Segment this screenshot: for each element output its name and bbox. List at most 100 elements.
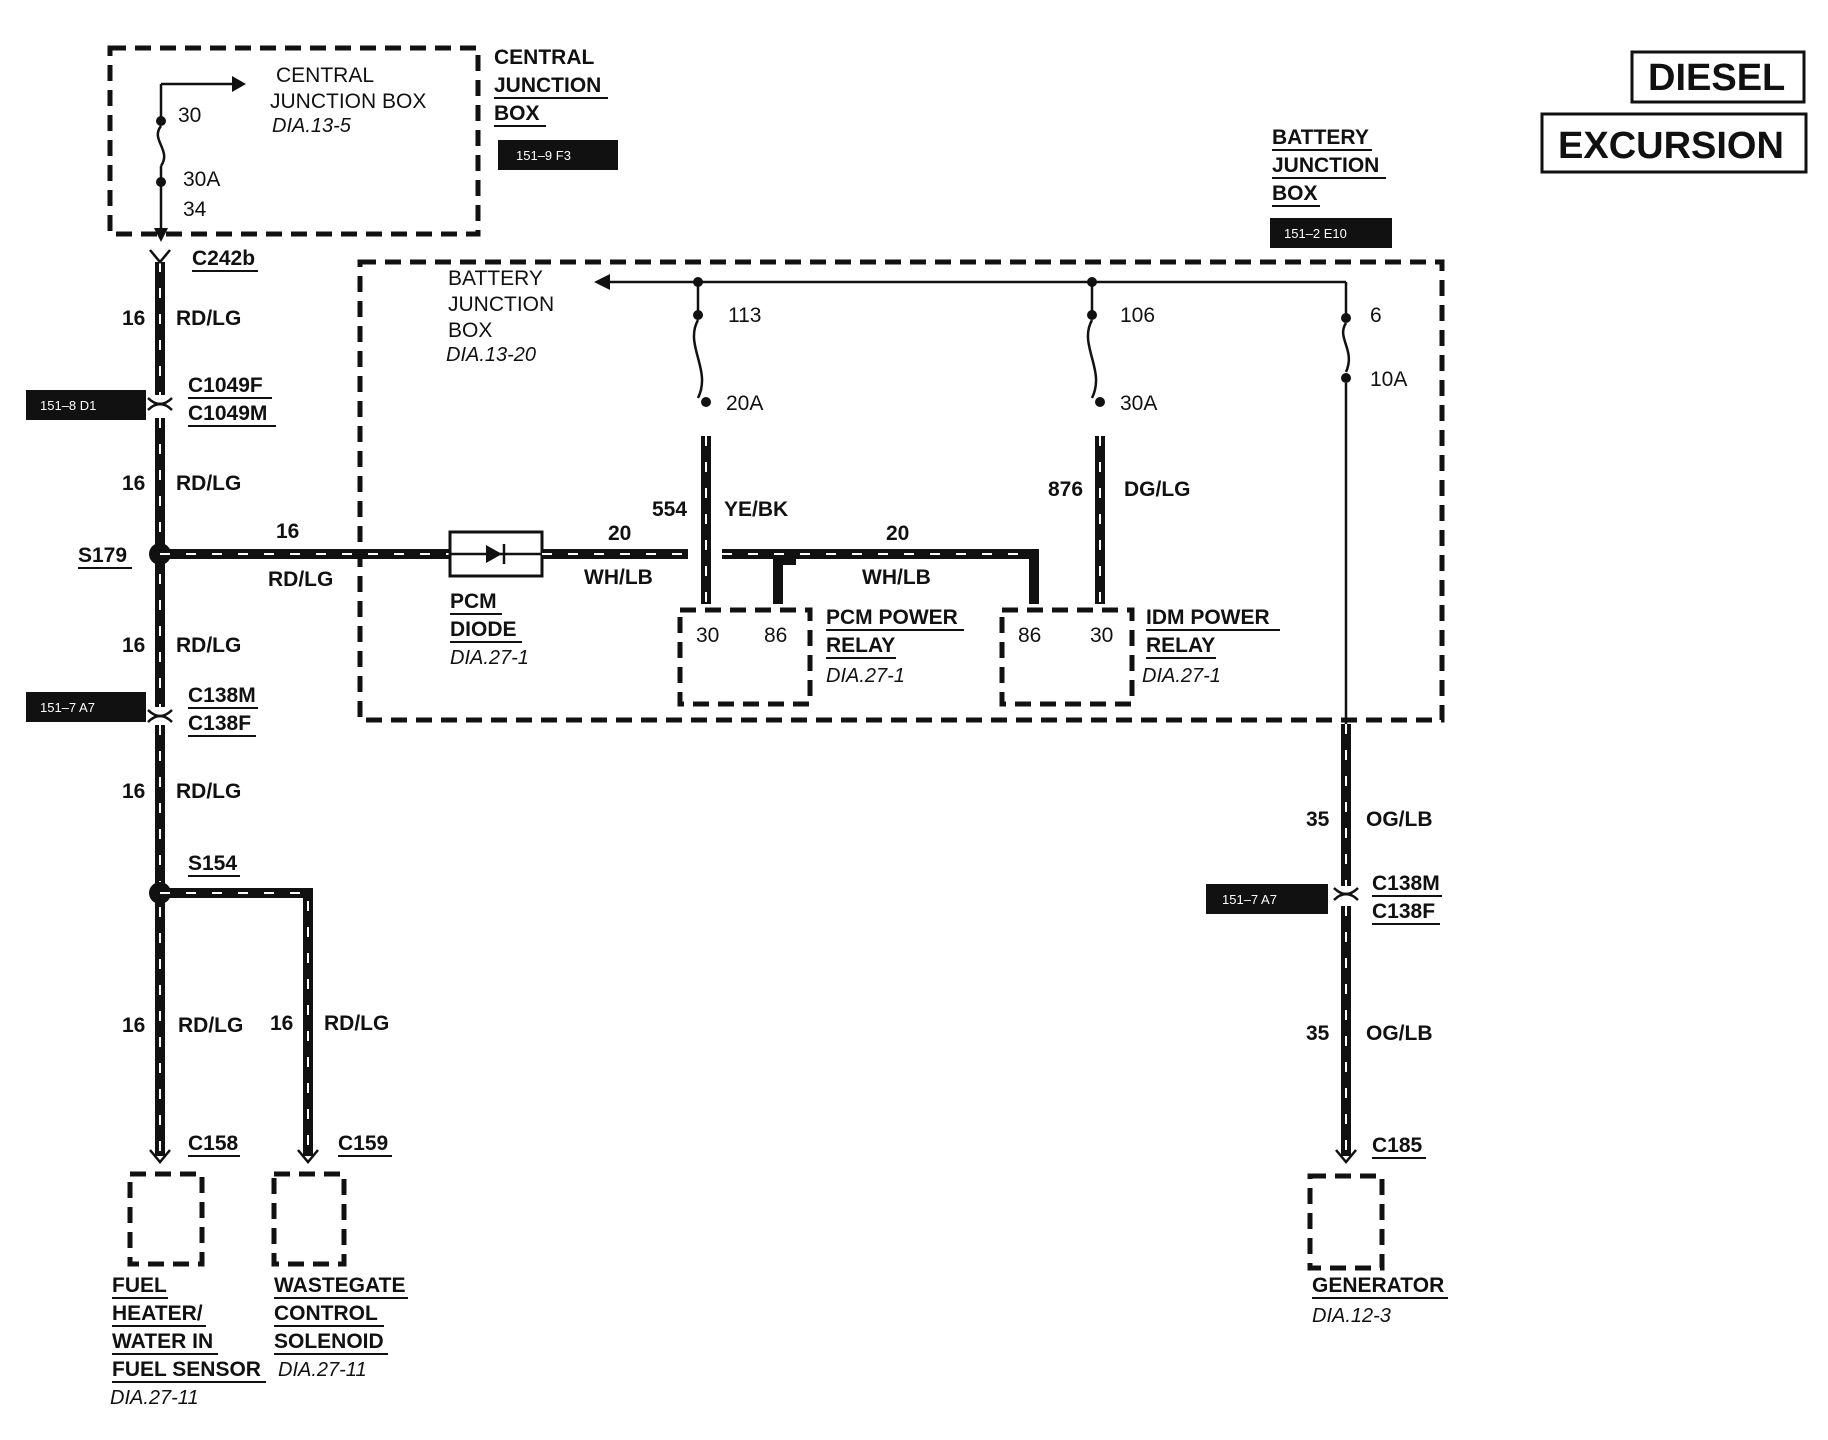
c138m-right-label: C138M	[1372, 872, 1440, 895]
wire-gauge-16-b: 16	[122, 472, 145, 495]
left-main-harness	[147, 249, 173, 1164]
wire-gauge-20-b: 20	[886, 522, 909, 545]
c138-right-ref-tag: 151–7 A7	[1222, 892, 1277, 907]
c1049m-label: C1049M	[188, 402, 267, 425]
fuse-106-amp: 30A	[1120, 392, 1157, 415]
bjb-outer-1: BATTERY	[1272, 126, 1369, 149]
generator-dia: DIA.12-3	[1312, 1305, 1391, 1327]
bjb-outer-label: BATTERY JUNCTION BOX 151–2 E10	[1270, 126, 1392, 248]
c1049f-label: C1049F	[188, 374, 263, 397]
bjb-inner-2: JUNCTION	[448, 293, 554, 316]
pcm-diode-label-2: DIODE	[450, 618, 517, 641]
cjb-outer-2: JUNCTION	[494, 74, 601, 97]
fuse-113-amp: 20A	[726, 392, 763, 415]
bjb-outer-3: BOX	[1272, 182, 1318, 205]
idm-relay-pin-86: 86	[1018, 624, 1041, 647]
excursion-badge: EXCURSION	[1540, 112, 1808, 174]
relay-control-wire	[722, 549, 1039, 604]
fuse-6-pin: 6	[1370, 304, 1382, 327]
waste-label-2: CONTROL	[274, 1302, 378, 1325]
wire-gauge-20-a: 20	[608, 522, 631, 545]
c138f-left-label: C138F	[188, 712, 251, 735]
cjb-outer-3: BOX	[494, 102, 540, 125]
fuel-heater-sensor: FUEL HEATER/ WATER IN FUEL SENSOR DIA.27…	[110, 1171, 266, 1409]
cjb-outer-1: CENTRAL	[494, 46, 594, 69]
circuit-876-number: 876	[1048, 478, 1083, 501]
wire-color-rdlg-e: RD/LG	[178, 1014, 243, 1037]
c1049-ref-tag: 151–8 D1	[40, 398, 96, 413]
cjb-ref-tag: 151–9 F3	[516, 148, 571, 163]
circuit-554-color: YE/BK	[724, 498, 788, 521]
s179-label: S179	[78, 544, 127, 567]
excursion-label: EXCURSION	[1558, 125, 1784, 167]
pcm-relay-label-1: PCM POWER	[826, 606, 958, 629]
cjb-inner-title-2: JUNCTION BOX	[270, 90, 426, 113]
idm-relay-label-2: RELAY	[1146, 634, 1215, 657]
cjb-pin-out: 34	[183, 198, 207, 221]
idm-power-relay: 86 30 IDM POWER RELAY DIA.27-1	[999, 606, 1280, 707]
wire-gauge-16-e: 16	[122, 1014, 145, 1037]
fuel-label-1: FUEL	[112, 1274, 167, 1297]
wire-color-rdlg-a: RD/LG	[176, 307, 241, 330]
cjb-pin-in: 30	[178, 104, 201, 127]
waste-label-3: SOLENOID	[274, 1330, 384, 1353]
wire-color-rdlg-b: RD/LG	[176, 472, 241, 495]
bjb-inner-1: BATTERY	[448, 267, 543, 290]
pcm-relay-dia: DIA.27-1	[826, 665, 905, 687]
c185-label: C185	[1372, 1134, 1423, 1157]
idm-relay-label-1: IDM POWER	[1146, 606, 1270, 629]
generator-harness	[1333, 724, 1359, 1164]
idm-relay-dia: DIA.27-1	[1142, 665, 1221, 687]
generator: GENERATOR DIA.12-3	[1307, 1173, 1448, 1327]
wire-gauge-35-b: 35	[1306, 1022, 1330, 1045]
wastegate-branch-wire	[160, 888, 319, 1164]
pcm-diode-label-1: PCM	[450, 590, 497, 613]
circuit-876-color: DG/LG	[1124, 478, 1191, 501]
pcm-power-relay: 30 86 PCM POWER RELAY DIA.27-1	[677, 606, 964, 707]
central-junction-box: 30 30A 34 CENTRAL JUNCTION BOX DIA.13-5	[107, 45, 481, 242]
wire-color-rdlg-h: RD/LG	[268, 568, 333, 591]
c138-left-ref-tag: 151–7 A7	[40, 700, 95, 715]
cjb-inner-title-1: CENTRAL	[276, 64, 374, 87]
pcm-diode-dia: DIA.27-1	[450, 647, 529, 669]
bjb-outer-2: JUNCTION	[1272, 154, 1379, 177]
battery-junction-box: BATTERY JUNCTION BOX DIA.13-20 113 20A 1…	[357, 259, 1445, 724]
wire-gauge-16-f: 16	[270, 1012, 293, 1035]
bjb-ref-tag: 151–2 E10	[1284, 226, 1347, 241]
idm-relay-pin-30: 30	[1090, 624, 1113, 647]
c138f-right-label: C138F	[1372, 900, 1435, 923]
bjb-inner-3: BOX	[448, 319, 492, 342]
wire-gauge-35-a: 35	[1306, 808, 1330, 831]
diesel-badge: DIESEL	[1630, 50, 1806, 104]
c138m-left-label: C138M	[188, 684, 256, 707]
wire-color-whlb-a: WH/LB	[584, 566, 653, 589]
wire-color-rdlg-c: RD/LG	[176, 634, 241, 657]
cjb-inner-dia: DIA.13-5	[272, 115, 352, 137]
fuel-label-3: WATER IN	[112, 1330, 213, 1353]
c158-label: C158	[188, 1132, 239, 1155]
pcm-relay-label-2: RELAY	[826, 634, 895, 657]
c159-label: C159	[338, 1132, 388, 1155]
wastegate-control-solenoid: WASTEGATE CONTROL SOLENOID DIA.27-11	[271, 1171, 408, 1381]
cjb-fuse-rating: 30A	[183, 168, 220, 191]
c242b-label: C242b	[192, 247, 255, 270]
fuel-dia: DIA.27-11	[110, 1387, 199, 1409]
wire-gauge-16-a: 16	[122, 307, 145, 330]
fuse-6-amp: 10A	[1370, 368, 1407, 391]
fuse-113-pin: 113	[728, 304, 761, 327]
fuse-106-pin: 106	[1120, 304, 1155, 327]
circuit-554-number: 554	[652, 498, 687, 521]
wire-color-whlb-b: WH/LB	[862, 566, 931, 589]
fuel-label-2: HEATER/	[112, 1302, 203, 1325]
waste-dia: DIA.27-11	[278, 1359, 367, 1381]
bjb-inner-dia: DIA.13-20	[446, 344, 536, 366]
cjb-outer-label: CENTRAL JUNCTION BOX 151–9 F3	[494, 46, 618, 170]
wire-gauge-16-c: 16	[122, 634, 145, 657]
wire-color-rdlg-f: RD/LG	[324, 1012, 389, 1035]
wire-color-oglb-b: OG/LB	[1366, 1022, 1433, 1045]
wire-color-rdlg-d: RD/LG	[176, 780, 241, 803]
s154-label: S154	[188, 852, 237, 875]
pcm-diode: PCM DIODE DIA.27-1	[448, 530, 544, 669]
fuel-label-4: FUEL SENSOR	[112, 1358, 261, 1381]
diesel-label: DIESEL	[1648, 57, 1785, 99]
